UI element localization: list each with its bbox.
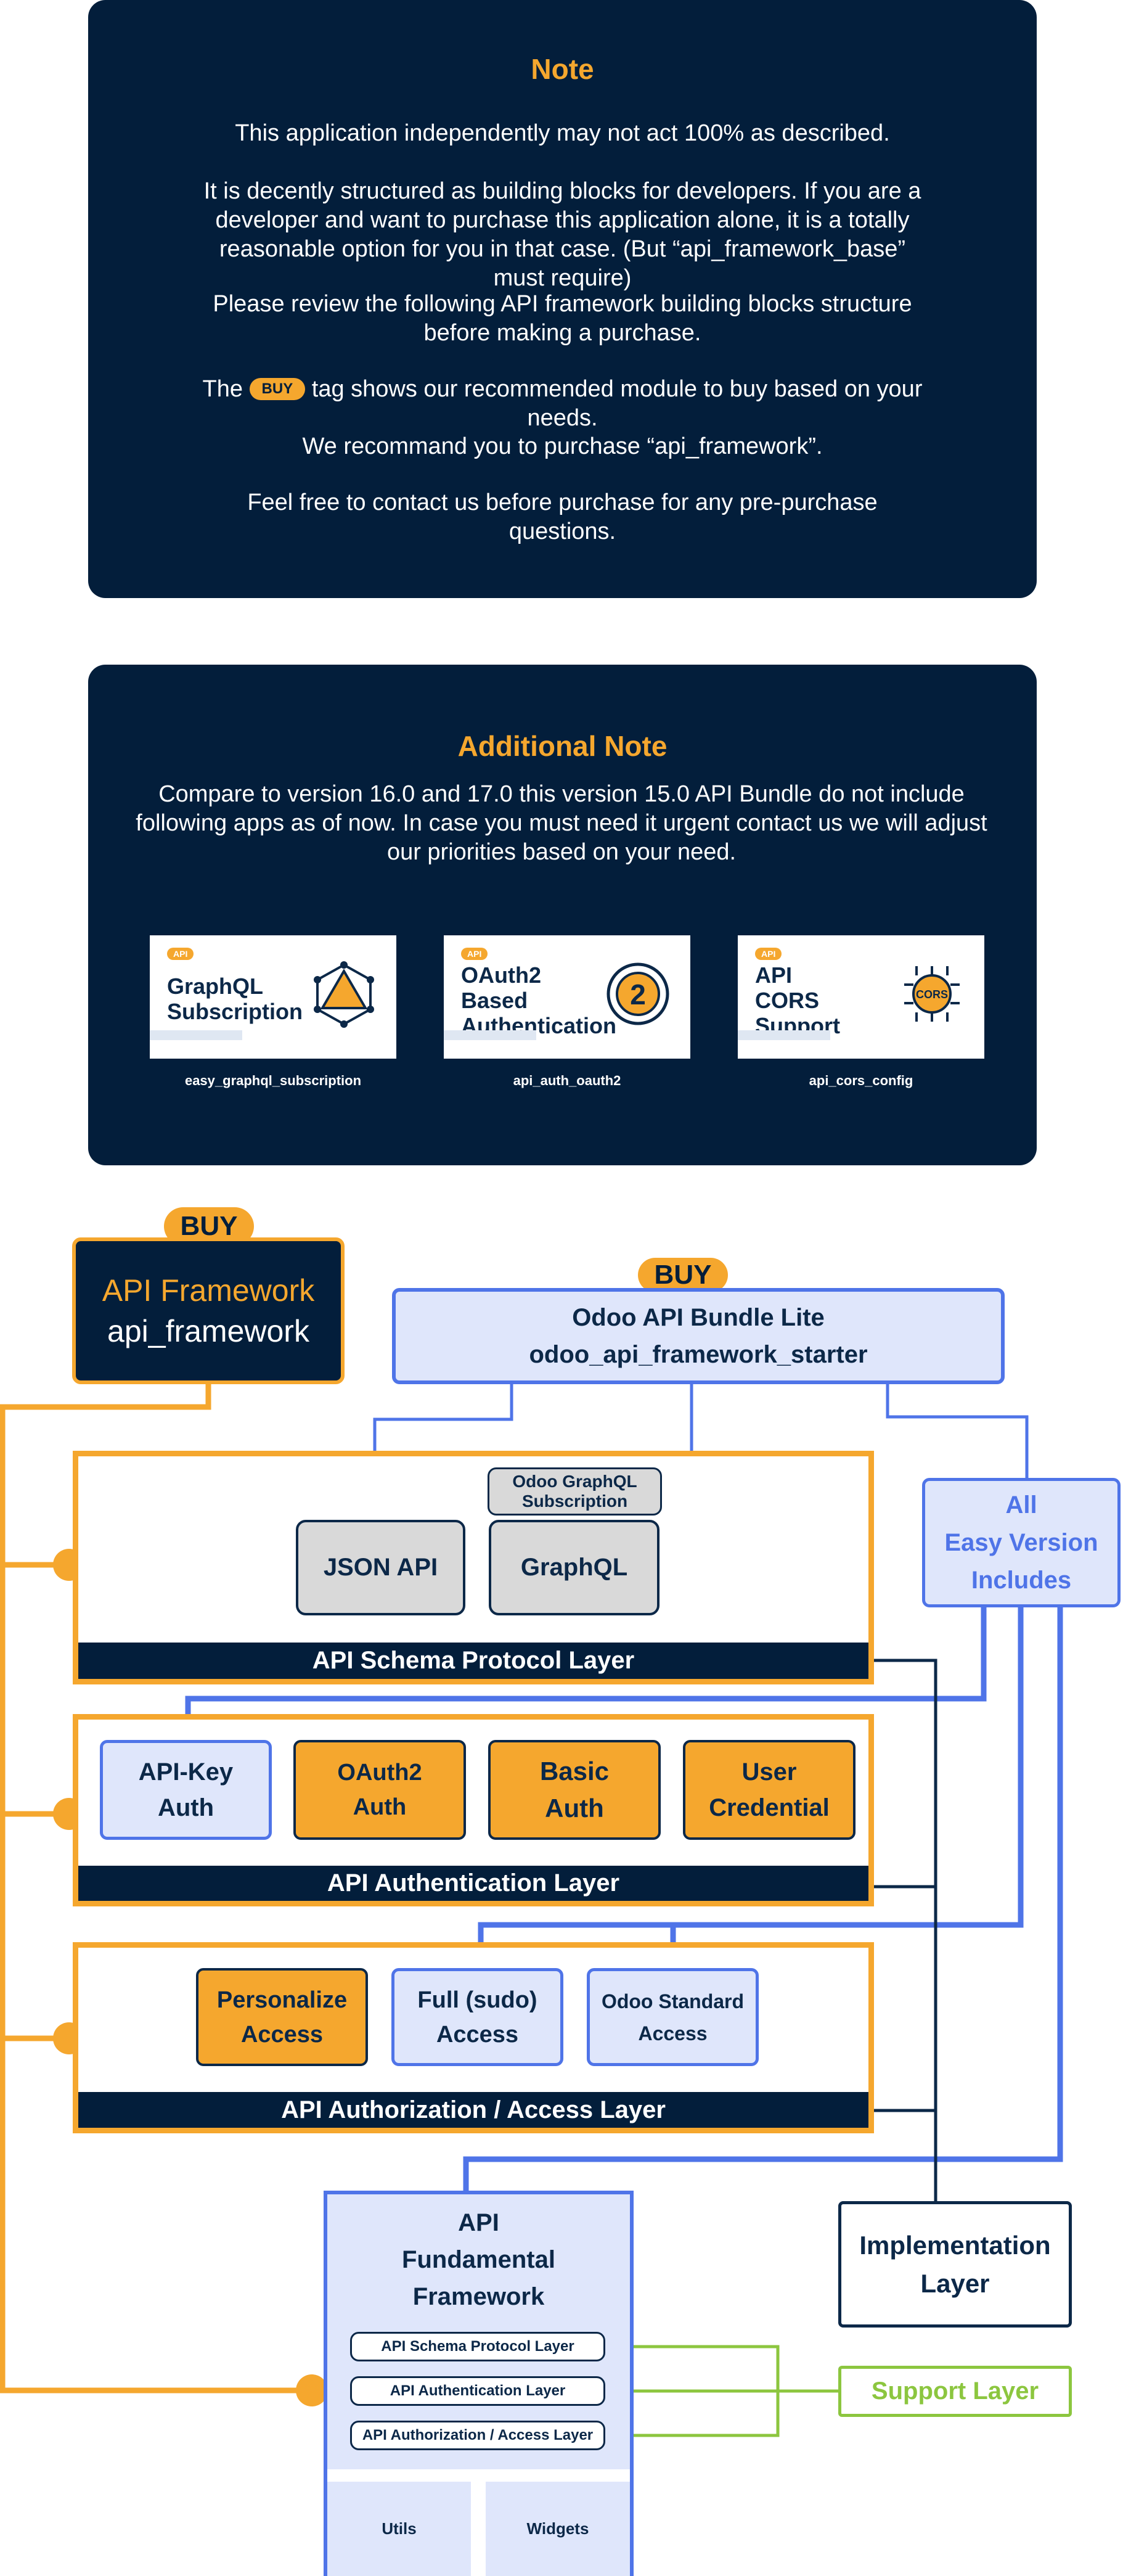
app-thumb-cors[interactable]: API API CORS Support CORS (738, 935, 984, 1059)
app-thumb-title-line: API (755, 962, 793, 988)
app-name-graphql-subscription: easy_graphql_subscription (184, 1073, 362, 1088)
graphql-icon (314, 961, 374, 1028)
odoo-standard-access-box[interactable]: Odoo Standard Access (587, 1968, 759, 2066)
fundamental-access-layer: API Authorization / Access Layer (350, 2421, 605, 2450)
connector-blue-easy (463, 1607, 1063, 2191)
note-paragraph-6: Feel free to contact us before purchase … (247, 490, 878, 544)
cors-chip-icon: CORS (904, 966, 960, 1022)
fundamental-divider (327, 2469, 630, 2482)
auth-box-line: User (741, 1758, 797, 1786)
decorative-swoosh (150, 1030, 242, 1040)
fundamental-title-line: Fundamental (402, 2246, 555, 2273)
additional-note-card (88, 665, 1037, 1165)
graphql-subscription-line: Odoo GraphQL (512, 1472, 637, 1491)
access-box-line: Access (436, 2021, 519, 2048)
fundamental-column-divider (471, 2482, 486, 2576)
note-title: Note (531, 53, 594, 85)
api-key-auth-box[interactable]: API-Key Auth (100, 1740, 272, 1840)
app-thumb-graphql-subscription[interactable]: API GraphQL Subscription (150, 935, 396, 1059)
fundamental-framework-title: API Fundamental Framework (324, 2204, 634, 2315)
additional-note-text: Compare to version 16.0 and 17.0 this ve… (136, 781, 987, 865)
app-thumb-oauth2[interactable]: API OAuth2 Based Authentication 2 (444, 935, 690, 1059)
auth-box-line: Basic (539, 1757, 610, 1786)
access-layer-bar: API Authorization / Access Layer (78, 2092, 868, 2128)
easy-version-box[interactable]: All Easy Version Includes (922, 1478, 1121, 1607)
api-framework-box[interactable]: API Framework api_framework (72, 1237, 345, 1384)
bundle-title: Odoo API Bundle Lite (572, 1304, 825, 1331)
decorative-swoosh (444, 1030, 536, 1040)
user-credential-box[interactable]: User Credential (683, 1740, 856, 1840)
buy-badge-bundle: BUY (638, 1258, 728, 1292)
app-thumb-title-line: Based (461, 988, 528, 1013)
graphql-box[interactable]: GraphQL (489, 1520, 660, 1615)
decorative-swoosh (738, 1030, 830, 1040)
easy-version-line: All (1005, 1491, 1037, 1519)
auth-box-line: Credential (709, 1794, 830, 1821)
api-framework-module: api_framework (107, 1314, 309, 1348)
schema-layer-bar: API Schema Protocol Layer (78, 1643, 868, 1679)
app-thumb-title-line: OAuth2 (461, 962, 541, 988)
support-layer-box[interactable]: Support Layer (838, 2366, 1072, 2417)
access-box-line: Full (sudo) (417, 1987, 537, 2013)
graphql-subscription-line: Subscription (521, 1491, 628, 1511)
note-paragraph-3: Please review the following API framewor… (213, 291, 912, 346)
full-sudo-access-box[interactable]: Full (sudo) Access (391, 1968, 563, 2066)
json-api-box[interactable]: JSON API (296, 1520, 465, 1615)
implementation-line: Layer (920, 2268, 990, 2298)
access-box-line: Personalize (216, 1987, 348, 2013)
easy-version-line: Includes (971, 1566, 1072, 1594)
implementation-line: Implementation (859, 2230, 1051, 2260)
auth-box-line: Auth (157, 1794, 214, 1821)
connector-implementation (874, 1659, 937, 2201)
additional-note-title: Additional Note (457, 730, 668, 762)
auth-box-line: API-Key (138, 1758, 234, 1786)
note-p4-after: tag shows our recommended module to buy … (311, 376, 923, 431)
app-name-cors: api_cors_config (809, 1073, 913, 1088)
widgets-cell: Widgets (526, 2519, 589, 2538)
bundle-box[interactable]: Odoo API Bundle Lite odoo_api_framework_… (392, 1288, 1005, 1384)
implementation-layer-box[interactable]: Implementation Layer (838, 2201, 1072, 2328)
app-thumb-title-line: Subscription (167, 999, 303, 1024)
api-badge: API (461, 948, 488, 960)
bundle-module: odoo_api_framework_starter (529, 1341, 868, 1368)
auth-box-line: Auth (545, 1794, 604, 1823)
fundamental-authentication-layer: API Authentication Layer (350, 2376, 605, 2406)
api-framework-title: API Framework (102, 1273, 315, 1308)
note-paragraph-2: It is decently structured as building bl… (203, 178, 921, 291)
api-badge: API (755, 948, 782, 960)
note-p4-before: The (202, 376, 243, 402)
personalize-access-box[interactable]: Personalize Access (196, 1968, 368, 2066)
connector-dot (296, 2374, 328, 2406)
auth-box-line: Auth (353, 1794, 407, 1820)
access-box-line: Access (240, 2021, 324, 2048)
buy-tag-badge: BUY (249, 378, 306, 400)
oauth2-auth-box[interactable]: OAuth2 Auth (293, 1740, 466, 1840)
note-card: Note This application independently may … (88, 0, 1037, 598)
api-badge: API (167, 948, 194, 960)
access-box-line: Odoo Standard (601, 1990, 745, 2012)
note-paragraph-4: The BUY tag shows our recommended module… (199, 375, 926, 433)
authentication-layer-bar: API Authentication Layer (78, 1866, 868, 1901)
note-paragraph-5: We recommand you to purchase “api_framew… (302, 433, 823, 459)
fundamental-title-line: API (458, 2209, 499, 2236)
connector-orange-trunk (0, 1384, 308, 2393)
fundamental-title-line: Framework (412, 2283, 545, 2310)
graphql-subscription-box[interactable]: Odoo GraphQL Subscription (488, 1467, 662, 1516)
svg-text:CORS: CORS (916, 988, 948, 1001)
fundamental-schema-layer: API Schema Protocol Layer (350, 2332, 605, 2361)
utils-cell: Utils (382, 2519, 417, 2538)
svg-text:2: 2 (630, 978, 646, 1011)
oauth2-seal-icon: 2 (606, 962, 669, 1025)
note-paragraph-1: This application independently may not a… (235, 120, 890, 146)
easy-version-line: Easy Version (944, 1528, 1098, 1556)
basic-auth-box[interactable]: Basic Auth (488, 1740, 661, 1840)
app-name-oauth2: api_auth_oauth2 (513, 1073, 621, 1088)
auth-box-line: OAuth2 (337, 1760, 422, 1786)
app-thumb-title-line: GraphQL (167, 974, 264, 999)
access-box-line: Access (638, 2022, 708, 2045)
connector-blue (886, 1384, 1029, 1479)
app-thumb-title-line: CORS (755, 988, 820, 1013)
